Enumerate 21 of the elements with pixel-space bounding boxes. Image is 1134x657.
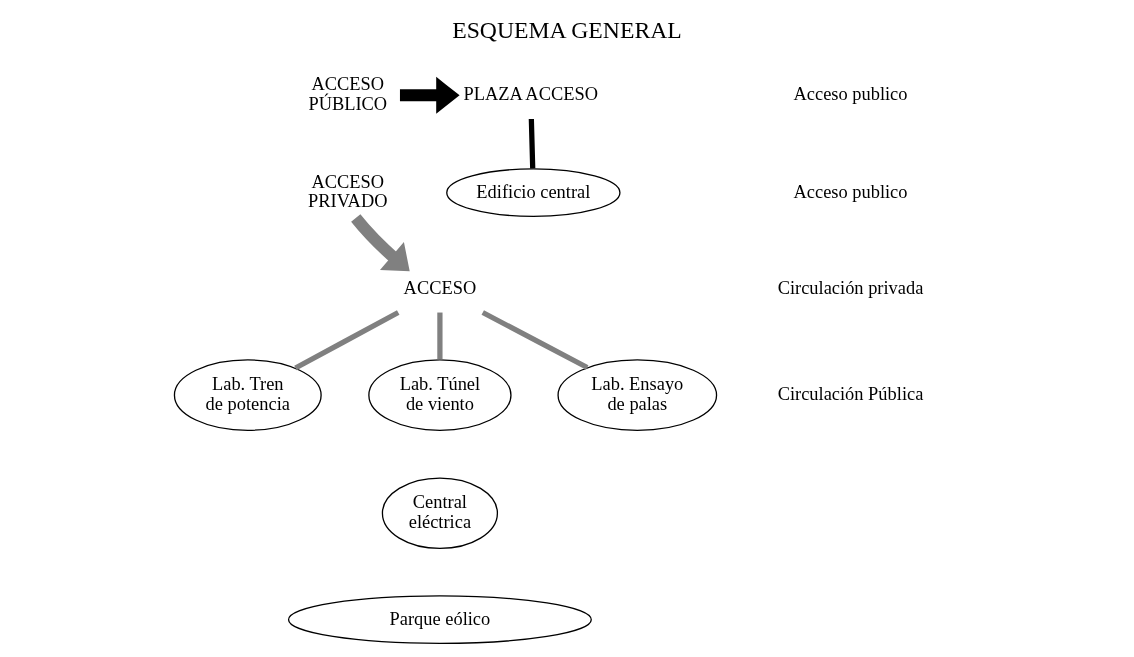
node-ellipse: Lab. Ensayo de palas <box>557 359 718 431</box>
arrow <box>399 76 460 114</box>
node-ellipse: Parque eólico <box>287 595 592 644</box>
connector <box>481 310 589 370</box>
node-ellipse: Lab. Tren de potencia <box>173 359 322 431</box>
node-ellipse: Edificio central <box>446 168 621 217</box>
node-ellipse: Central eléctrica <box>381 477 499 550</box>
node-text: ACCESO PRIVADO <box>308 171 388 212</box>
node-text: ACCESO PÚBLICO <box>308 74 388 114</box>
node-text: ACCESO <box>403 277 477 298</box>
legend-label: Circulación privada <box>777 277 924 298</box>
connector <box>294 310 400 371</box>
connector <box>437 312 443 360</box>
diagram-title: ESQUEMA GENERAL <box>452 16 682 43</box>
legend-label: Acceso publico <box>793 84 908 105</box>
arrow <box>351 214 410 272</box>
connector <box>528 118 536 169</box>
node-ellipse: Lab. Túnel de viento <box>368 359 512 431</box>
legend-label: Acceso publico <box>793 181 908 202</box>
node-text: PLAZA ACCESO <box>463 84 598 105</box>
legend-label: Circulación Pública <box>777 384 924 404</box>
